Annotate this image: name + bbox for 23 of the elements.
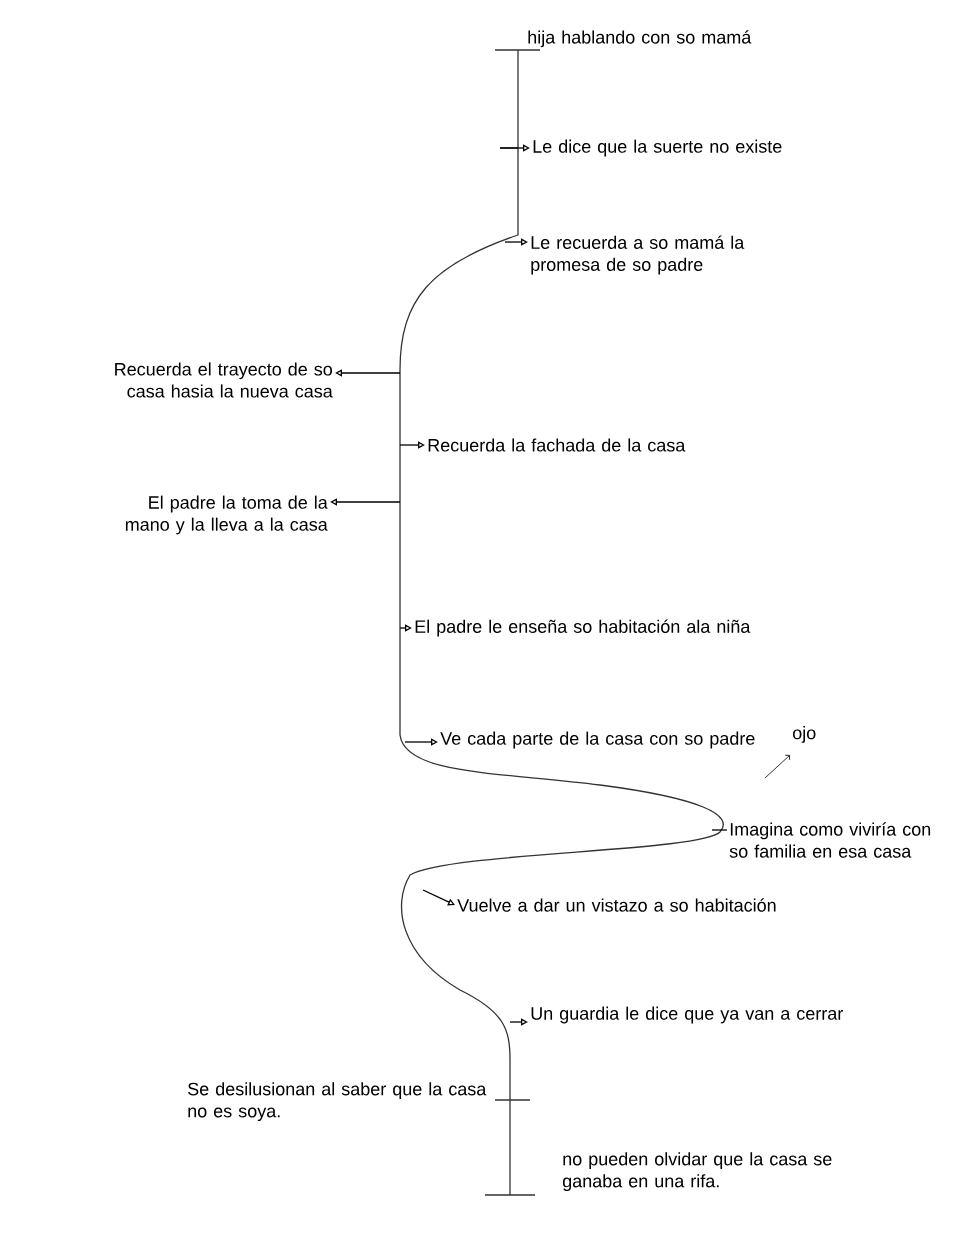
arrow [335,369,401,377]
event-text: El padre la toma de la mano y la lleva a la casa [125,495,328,535]
arrow [499,144,530,152]
arrow [404,738,438,746]
arrow [399,624,412,632]
event-text: Ve cada parte de la casa con so padre [440,731,755,749]
event-text: Recuerda el trayecto de so casa hasia la nueva casa [115,362,333,398]
note-text: hija hablando con so mamá [528,30,752,48]
arrow [399,441,425,449]
note-text: ojo [792,726,816,743]
event-text: Recuerda la fachada de la casa [428,438,686,452]
event-text: Vuelve a dar un vistazo a so habitación [457,898,776,912]
event-text: Imagina como viviría con so familia en esa casa [729,822,931,858]
event-text: Le dice que la suerte no existe [533,139,782,157]
event-text: Un guardia le dice que ya van a cerrar [531,1006,843,1024]
arrow [504,238,528,246]
note-text: Se desilusionan al saber que la casa no es soya. [188,1082,487,1121]
event-text: Le recuerda a so mamá la promesa de so padre [531,235,745,275]
note-text: no pueden olvidar que la casa se ganaba en una rifa. [562,1152,832,1191]
event-text: El padre le enseña so habitación ala niña [415,619,751,637]
arrow [330,498,401,506]
arrow [422,889,455,906]
arrow [509,1018,528,1026]
